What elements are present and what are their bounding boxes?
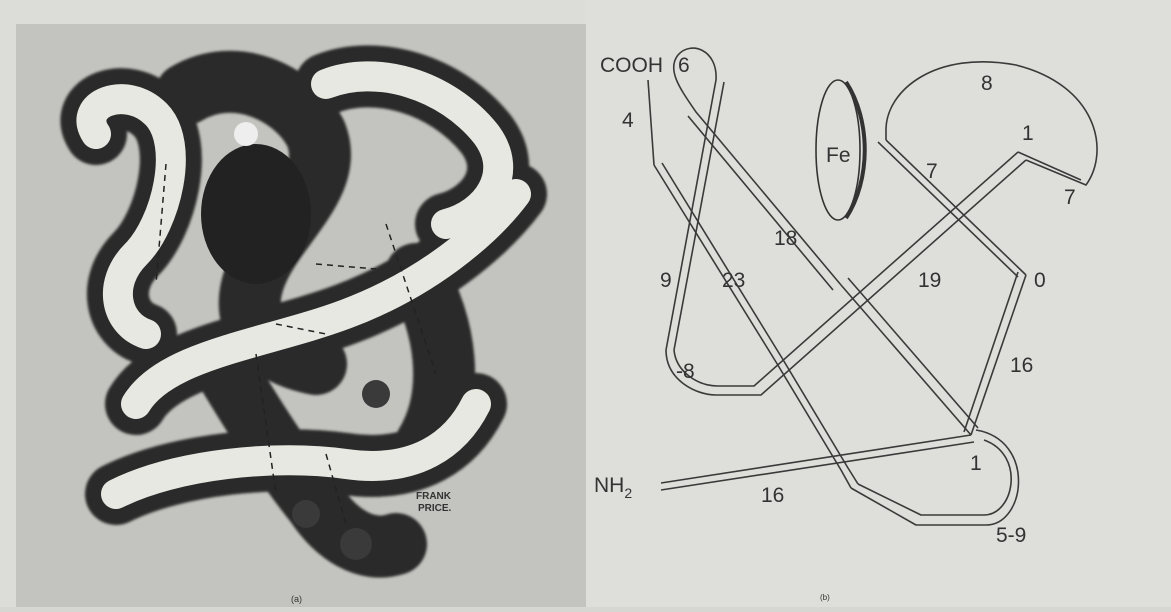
- small-bead: [292, 500, 320, 528]
- label-19: 19: [918, 269, 941, 292]
- caption-a: (a): [291, 594, 302, 604]
- panel-a-protein-model: FRANK PRICE. (a): [16, 24, 586, 607]
- label-8: 8: [981, 72, 993, 95]
- caption-b: (b): [820, 593, 830, 602]
- label-6: 6: [678, 54, 690, 77]
- label-4: 4: [622, 109, 634, 132]
- heme-pocket: [201, 144, 311, 284]
- small-bead: [362, 380, 390, 408]
- label-23: 23: [722, 269, 745, 292]
- label-16-right: 16: [1010, 354, 1033, 377]
- signature-price: PRICE.: [418, 503, 452, 514]
- label-minus-8: -8: [676, 360, 695, 383]
- panel-b-chain-schematic: Fe COOH NH2 4 6 9 23 18 -8 8 1 7 7 19 0 …: [586, 0, 1171, 607]
- signature-frank: FRANK: [416, 491, 452, 502]
- label-7-right: 7: [1064, 186, 1076, 209]
- label-0: 0: [1034, 269, 1046, 292]
- label-18: 18: [774, 227, 797, 250]
- cooh-tail: [648, 80, 654, 165]
- label-1-bottom: 1: [970, 452, 982, 475]
- label-cooh: COOH: [600, 54, 663, 77]
- protein-model-drawing: FRANK PRICE. (a): [16, 24, 586, 607]
- label-16-bottom: 16: [761, 484, 784, 507]
- label-7-left: 7: [926, 160, 938, 183]
- label-1-top: 1: [1022, 122, 1034, 145]
- chain-lines: [648, 48, 1097, 525]
- label-fe: Fe: [826, 144, 851, 167]
- label-5-9: 5-9: [996, 524, 1026, 547]
- chain-schematic-drawing: Fe COOH NH2 4 6 9 23 18 -8 8 1 7 7 19 0 …: [586, 0, 1171, 607]
- label-nh2: NH2: [594, 474, 632, 501]
- label-9: 9: [660, 269, 672, 292]
- highlight-blob: [234, 122, 258, 146]
- small-bead: [340, 528, 372, 560]
